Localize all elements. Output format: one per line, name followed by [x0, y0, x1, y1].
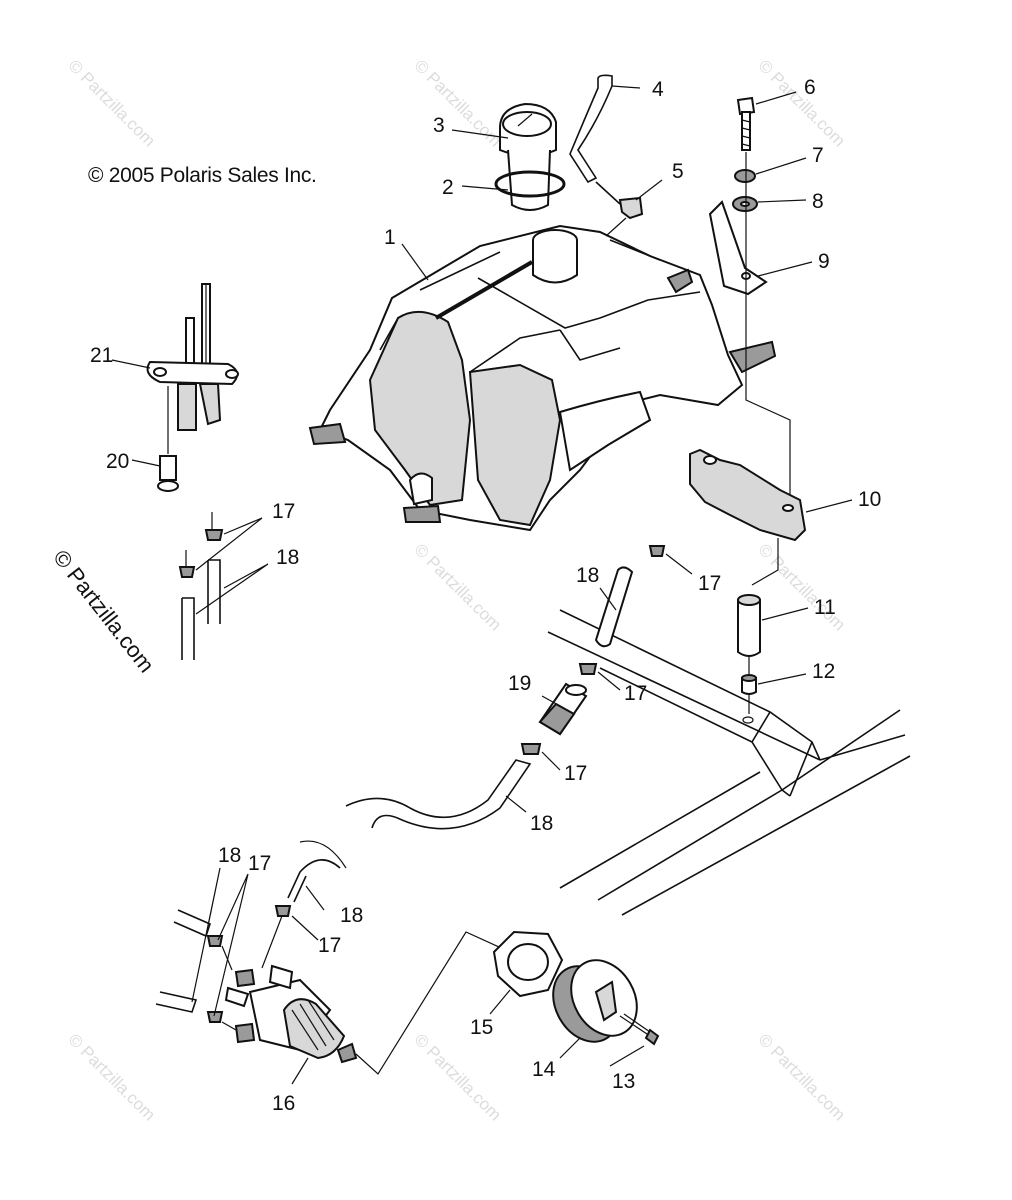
label-knob[interactable]: 14 [532, 1058, 556, 1081]
elbow-fitting[interactable] [595, 181, 644, 237]
frame-rails [547, 609, 911, 916]
valve-clamps[interactable] [206, 905, 292, 1023]
label-elbow-fitting[interactable]: 5 [672, 160, 684, 183]
centerline-bolt [745, 152, 791, 500]
inline-filter[interactable] [538, 682, 588, 736]
label-nut[interactable]: 15 [470, 1016, 493, 1039]
label-screw[interactable]: 13 [612, 1070, 635, 1093]
vent-hose[interactable] [569, 74, 613, 184]
label-clamp-f[interactable]: 17 [248, 852, 271, 875]
label-fuel-pickup[interactable]: 21 [90, 344, 113, 367]
knob-screw[interactable] [619, 1013, 660, 1046]
bracket[interactable] [708, 200, 768, 296]
label-spacer[interactable]: 11 [814, 596, 836, 619]
grommet[interactable] [732, 196, 758, 212]
label-clamp-c[interactable]: 17 [624, 682, 647, 705]
valve-nut[interactable] [492, 930, 564, 998]
label-hose-c[interactable]: 18 [530, 812, 553, 835]
label-ring[interactable]: 2 [442, 176, 454, 199]
label-sender-screw[interactable]: 20 [106, 450, 129, 473]
left-hoses[interactable] [181, 512, 221, 660]
left-clamps[interactable] [178, 529, 224, 578]
label-bushing[interactable]: 12 [812, 660, 835, 683]
tank-pad[interactable] [689, 448, 807, 542]
clamp-mid-2[interactable] [578, 663, 598, 675]
label-hose-b[interactable]: 18 [576, 564, 599, 587]
label-tank[interactable]: 1 [384, 226, 396, 249]
part-labels: 1 2 3 4 5 6 7 8 9 10 11 12 13 14 15 16 1… [90, 76, 881, 1115]
label-filter[interactable]: 19 [508, 672, 531, 695]
label-vent-hose[interactable]: 4 [652, 78, 664, 101]
label-clamp-e[interactable]: 17 [318, 934, 341, 957]
clamp-mid-3[interactable] [520, 743, 542, 755]
label-hose-e[interactable]: 18 [218, 844, 241, 867]
filler-ring[interactable] [494, 170, 566, 198]
label-clamp-a[interactable]: 17 [272, 500, 295, 523]
spacer[interactable] [737, 594, 761, 657]
washer[interactable] [734, 169, 756, 183]
label-bracket[interactable]: 9 [818, 250, 830, 273]
label-washer[interactable]: 7 [812, 144, 824, 167]
label-pad[interactable]: 10 [858, 488, 881, 511]
centerline-pad [751, 538, 779, 586]
bolt[interactable] [736, 96, 756, 151]
copyright-notice: © 2005 Polaris Sales Inc. [88, 164, 317, 187]
clamp-mid-1[interactable] [648, 545, 666, 557]
hose-long[interactable] [345, 759, 532, 830]
fuel-valve[interactable] [224, 964, 358, 1064]
label-clamp-b[interactable]: 17 [698, 572, 721, 595]
label-clamp-d[interactable]: 17 [564, 762, 587, 785]
label-fuel-valve[interactable]: 16 [272, 1092, 295, 1115]
fuel-tank[interactable] [308, 224, 777, 532]
centerline-valve [355, 931, 511, 1075]
fuel-pickup[interactable] [146, 283, 239, 431]
label-hose-d[interactable]: 18 [340, 904, 363, 927]
valve-hoses[interactable] [155, 840, 347, 1031]
leader-lines [111, 85, 853, 1085]
sender-screw[interactable] [157, 455, 179, 492]
label-cap[interactable]: 3 [433, 114, 445, 137]
label-grommet[interactable]: 8 [812, 190, 824, 213]
bushing[interactable] [741, 674, 757, 695]
label-hose-a[interactable]: 18 [276, 546, 299, 569]
label-bolt[interactable]: 6 [804, 76, 816, 99]
